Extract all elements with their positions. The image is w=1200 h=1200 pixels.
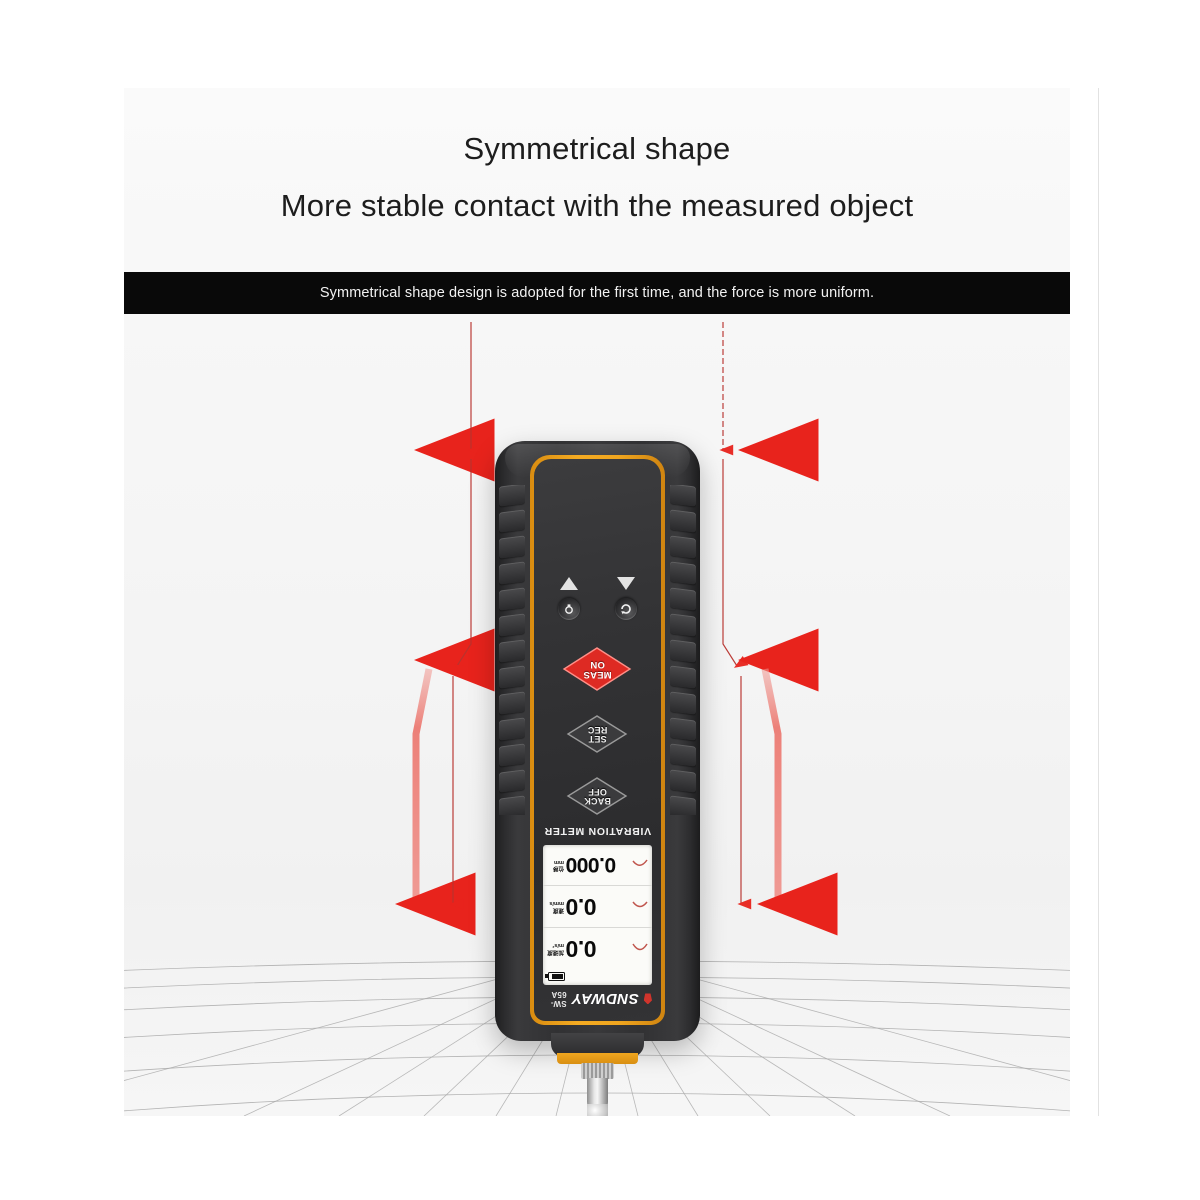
bulb-icon	[565, 604, 573, 614]
backlight-button[interactable]	[558, 598, 580, 620]
arc-icon	[632, 901, 648, 908]
product-label: VIBRATION METER	[543, 825, 652, 837]
arc-icon	[632, 943, 648, 951]
brand-name: SNDWAY	[571, 990, 639, 1008]
headline-primary: Symmetrical shape	[463, 131, 731, 166]
button-meas-on-line2: ON	[590, 659, 605, 670]
lcd-value-displacement: 0.000	[566, 853, 617, 877]
lcd-unit-velocity-bottom: mm/s	[549, 900, 564, 907]
caption-banner: Symmetrical shape design is adopted for …	[124, 272, 1070, 314]
diamond-shape	[567, 777, 628, 815]
button-meas-on[interactable]: MEAS ON	[563, 646, 633, 692]
lcd-unit-acceleration-top: 加速度	[547, 948, 564, 955]
waveform-icon-2	[628, 901, 652, 912]
waveform-icon-3	[628, 860, 652, 871]
probe-shaft	[587, 1078, 608, 1112]
diamond-shape	[567, 715, 628, 753]
force-arrows	[124, 314, 1070, 1116]
page-divider-rule	[1098, 88, 1099, 1116]
lcd-row-acceleration: 0.0 加速度 m/s²	[543, 927, 652, 969]
headline-secondary: More stable contact with the measured ob…	[280, 188, 914, 223]
button-back-off-line1: BACK	[584, 796, 611, 807]
lcd-unit-acceleration: 加速度 m/s²	[543, 942, 566, 955]
up-arrow-key[interactable]	[617, 577, 635, 590]
button-set-rec-line2: REC	[587, 725, 608, 735]
lcd-unit-velocity-top: 速度	[552, 906, 564, 913]
button-back-off[interactable]: BACK OFF	[567, 776, 629, 816]
brand-logo-icon	[644, 994, 652, 1005]
lcd-unit-displacement: 位移 mm	[543, 859, 566, 872]
lcd-display: 0.0 加速度 m/s² 0.0	[543, 845, 652, 985]
device-model: SW-65A	[550, 990, 567, 1008]
lcd-unit-displacement-top: 位移	[552, 865, 564, 872]
lcd-value-velocity: 0.0	[566, 894, 597, 920]
button-back-off-line2: OFF	[588, 787, 607, 797]
down-arrow-key[interactable]	[560, 577, 578, 590]
diamond-shape-red	[563, 647, 632, 691]
waveform-icon-1	[628, 943, 652, 954]
button-set-rec[interactable]: SET REC	[567, 714, 629, 754]
probe-knurled-collar	[581, 1063, 614, 1079]
lcd-unit-displacement-bottom: mm	[554, 859, 564, 865]
lcd-unit-acceleration-bottom: m/s²	[552, 942, 564, 949]
content-panel: Symmetrical shape More stable contact wi…	[124, 88, 1070, 1116]
probe-yellow-cap	[557, 1053, 638, 1064]
grip-ribs-left	[499, 485, 525, 815]
button-meas-on-line1: MEAS	[583, 668, 612, 680]
product-stage: BACK OFF SET REC	[124, 314, 1070, 1116]
lcd-unit-velocity: 速度 mm/s	[543, 900, 566, 913]
keypad: BACK OFF SET REC	[534, 551, 661, 816]
brand-strip: SNDWAY SW-65A	[543, 987, 652, 1011]
arc-icon	[632, 860, 648, 867]
force-arrows-svg	[395, 322, 838, 936]
button-set-rec-line1: SET	[588, 734, 607, 745]
lcd-row-displacement: 0.000 位移 mm	[543, 845, 652, 885]
arrow-key-row	[534, 572, 661, 590]
vibration-meter-device: BACK OFF SET REC	[495, 441, 700, 1116]
probe-tip	[587, 1104, 608, 1116]
grip-ribs-right	[670, 485, 696, 815]
unit-switch-button[interactable]	[615, 598, 637, 620]
lcd-row-velocity: 0.0 速度 mm/s	[543, 885, 652, 927]
battery-icon	[548, 972, 565, 981]
round-button-row	[534, 594, 661, 620]
refresh-icon	[621, 604, 631, 615]
lcd-value-acceleration: 0.0	[566, 936, 597, 962]
caption-banner-text: Symmetrical shape design is adopted for …	[319, 285, 875, 301]
